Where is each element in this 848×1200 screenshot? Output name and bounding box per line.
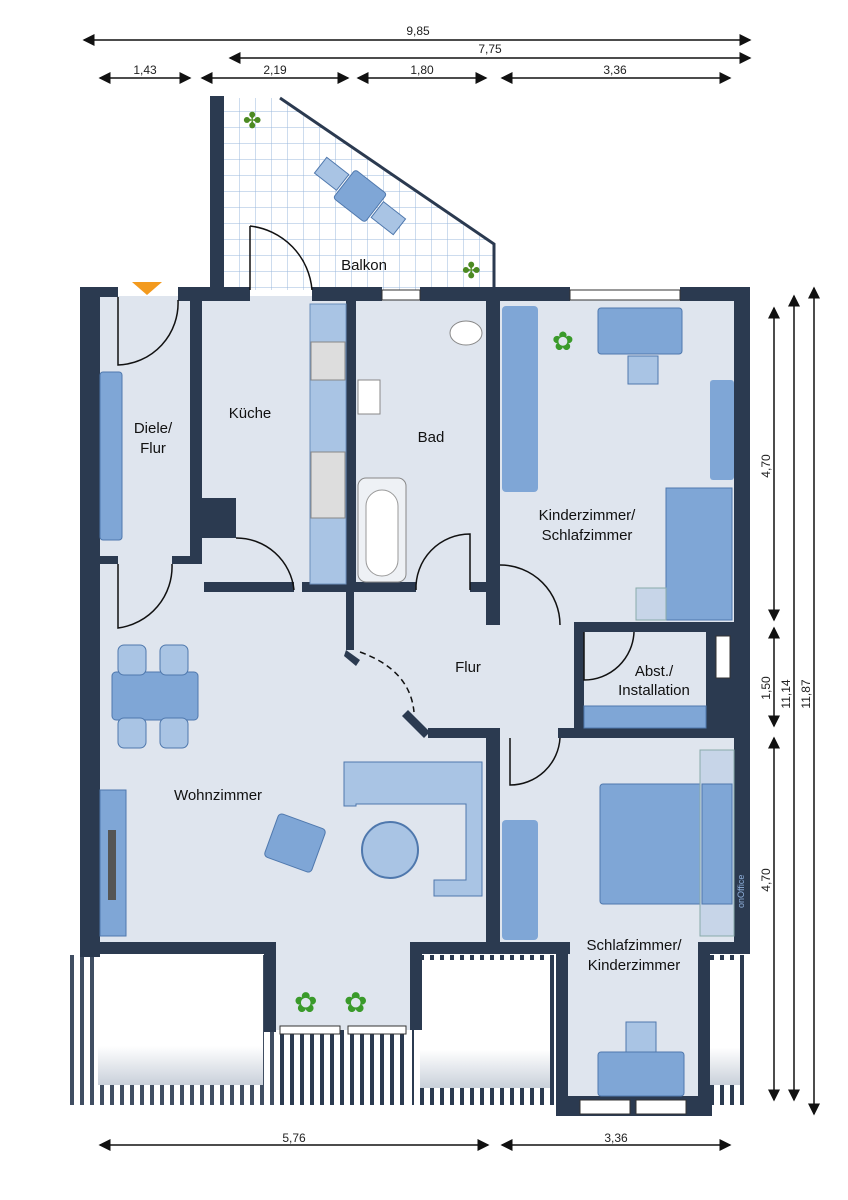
sofa-icon <box>343 761 483 897</box>
toilet-icon <box>449 320 483 346</box>
dim-right-seg-1: 4,70 <box>759 454 773 478</box>
room-bad-label: Bad <box>418 429 445 446</box>
balcony: ✤ ✤ <box>210 96 496 292</box>
dim-right-total-1: 11,14 <box>779 679 793 708</box>
shelf-icon <box>583 705 707 729</box>
room-balkon-label: Balkon <box>341 257 387 274</box>
desk-icon <box>597 1051 685 1097</box>
dim-top-partial: 7,75 <box>478 42 502 56</box>
furniture: ✿ ✿ ✿ <box>99 303 735 1097</box>
plant-icon: ✿ <box>344 987 367 1018</box>
room-diele-label-2: Flur <box>140 440 166 457</box>
dimension-lines-right <box>768 286 820 1116</box>
watermark: onOffice <box>736 875 746 908</box>
coffee-table-icon <box>361 821 419 879</box>
entrance-marker-icon <box>132 282 162 295</box>
dim-right-seg-3: 4,70 <box>759 868 773 892</box>
windows <box>279 289 731 1115</box>
plant-icon: ✤ <box>462 258 480 283</box>
plant-icon: ✿ <box>294 987 317 1018</box>
room-wohn-label: Wohnzimmer <box>174 787 262 804</box>
dim-right-seg-2: 1,50 <box>759 676 773 700</box>
dim-top-seg-4: 3,36 <box>603 63 627 77</box>
walls <box>80 287 750 1116</box>
room-abst-label-1: Abst./ <box>635 663 674 680</box>
dim-top-seg-1: 1,43 <box>133 63 157 77</box>
plant-icon: ✤ <box>243 108 261 133</box>
dim-bottom-seg-2: 3,36 <box>604 1131 628 1145</box>
washbasin-icon <box>357 379 381 415</box>
stove-icon <box>310 341 346 381</box>
room-kinder-label-1: Kinderzimmer/ <box>539 507 637 524</box>
dim-right-total-2: 11,87 <box>799 679 813 708</box>
dim-top-total: 9,85 <box>406 24 430 38</box>
double-bed-icon <box>599 783 705 905</box>
room-kinder-label-2: Schlafzimmer <box>542 527 633 544</box>
bed-icon <box>665 487 733 621</box>
room-schlaf-label-2: Kinderzimmer <box>588 957 681 974</box>
balcony-table-icon <box>313 156 407 236</box>
room-kueche-label: Küche <box>229 405 272 422</box>
dim-top-seg-2: 2,19 <box>263 63 287 77</box>
wardrobe-icon <box>502 820 538 940</box>
room-diele-label-1: Diele/ <box>134 420 173 437</box>
desk-icon <box>597 307 683 355</box>
dimension-lines-top <box>82 34 752 84</box>
room-labels: Diele/ Flur Küche Bad Kinderzimmer/ Schl… <box>134 257 690 974</box>
room-schlaf-label-1: Schlafzimmer/ <box>586 937 682 954</box>
dim-bottom-seg-1: 5,76 <box>282 1131 306 1145</box>
terrace <box>64 955 746 1105</box>
dim-top-seg-3: 1,80 <box>410 63 434 77</box>
dining-table-icon <box>111 671 199 721</box>
armchair-icon <box>264 813 326 873</box>
plant-icon: ✿ <box>552 326 574 356</box>
room-abst-label-2: Installation <box>618 682 690 699</box>
doors[interactable] <box>117 225 635 786</box>
sink-icon <box>310 451 346 519</box>
room-flur-label: Flur <box>455 659 481 676</box>
